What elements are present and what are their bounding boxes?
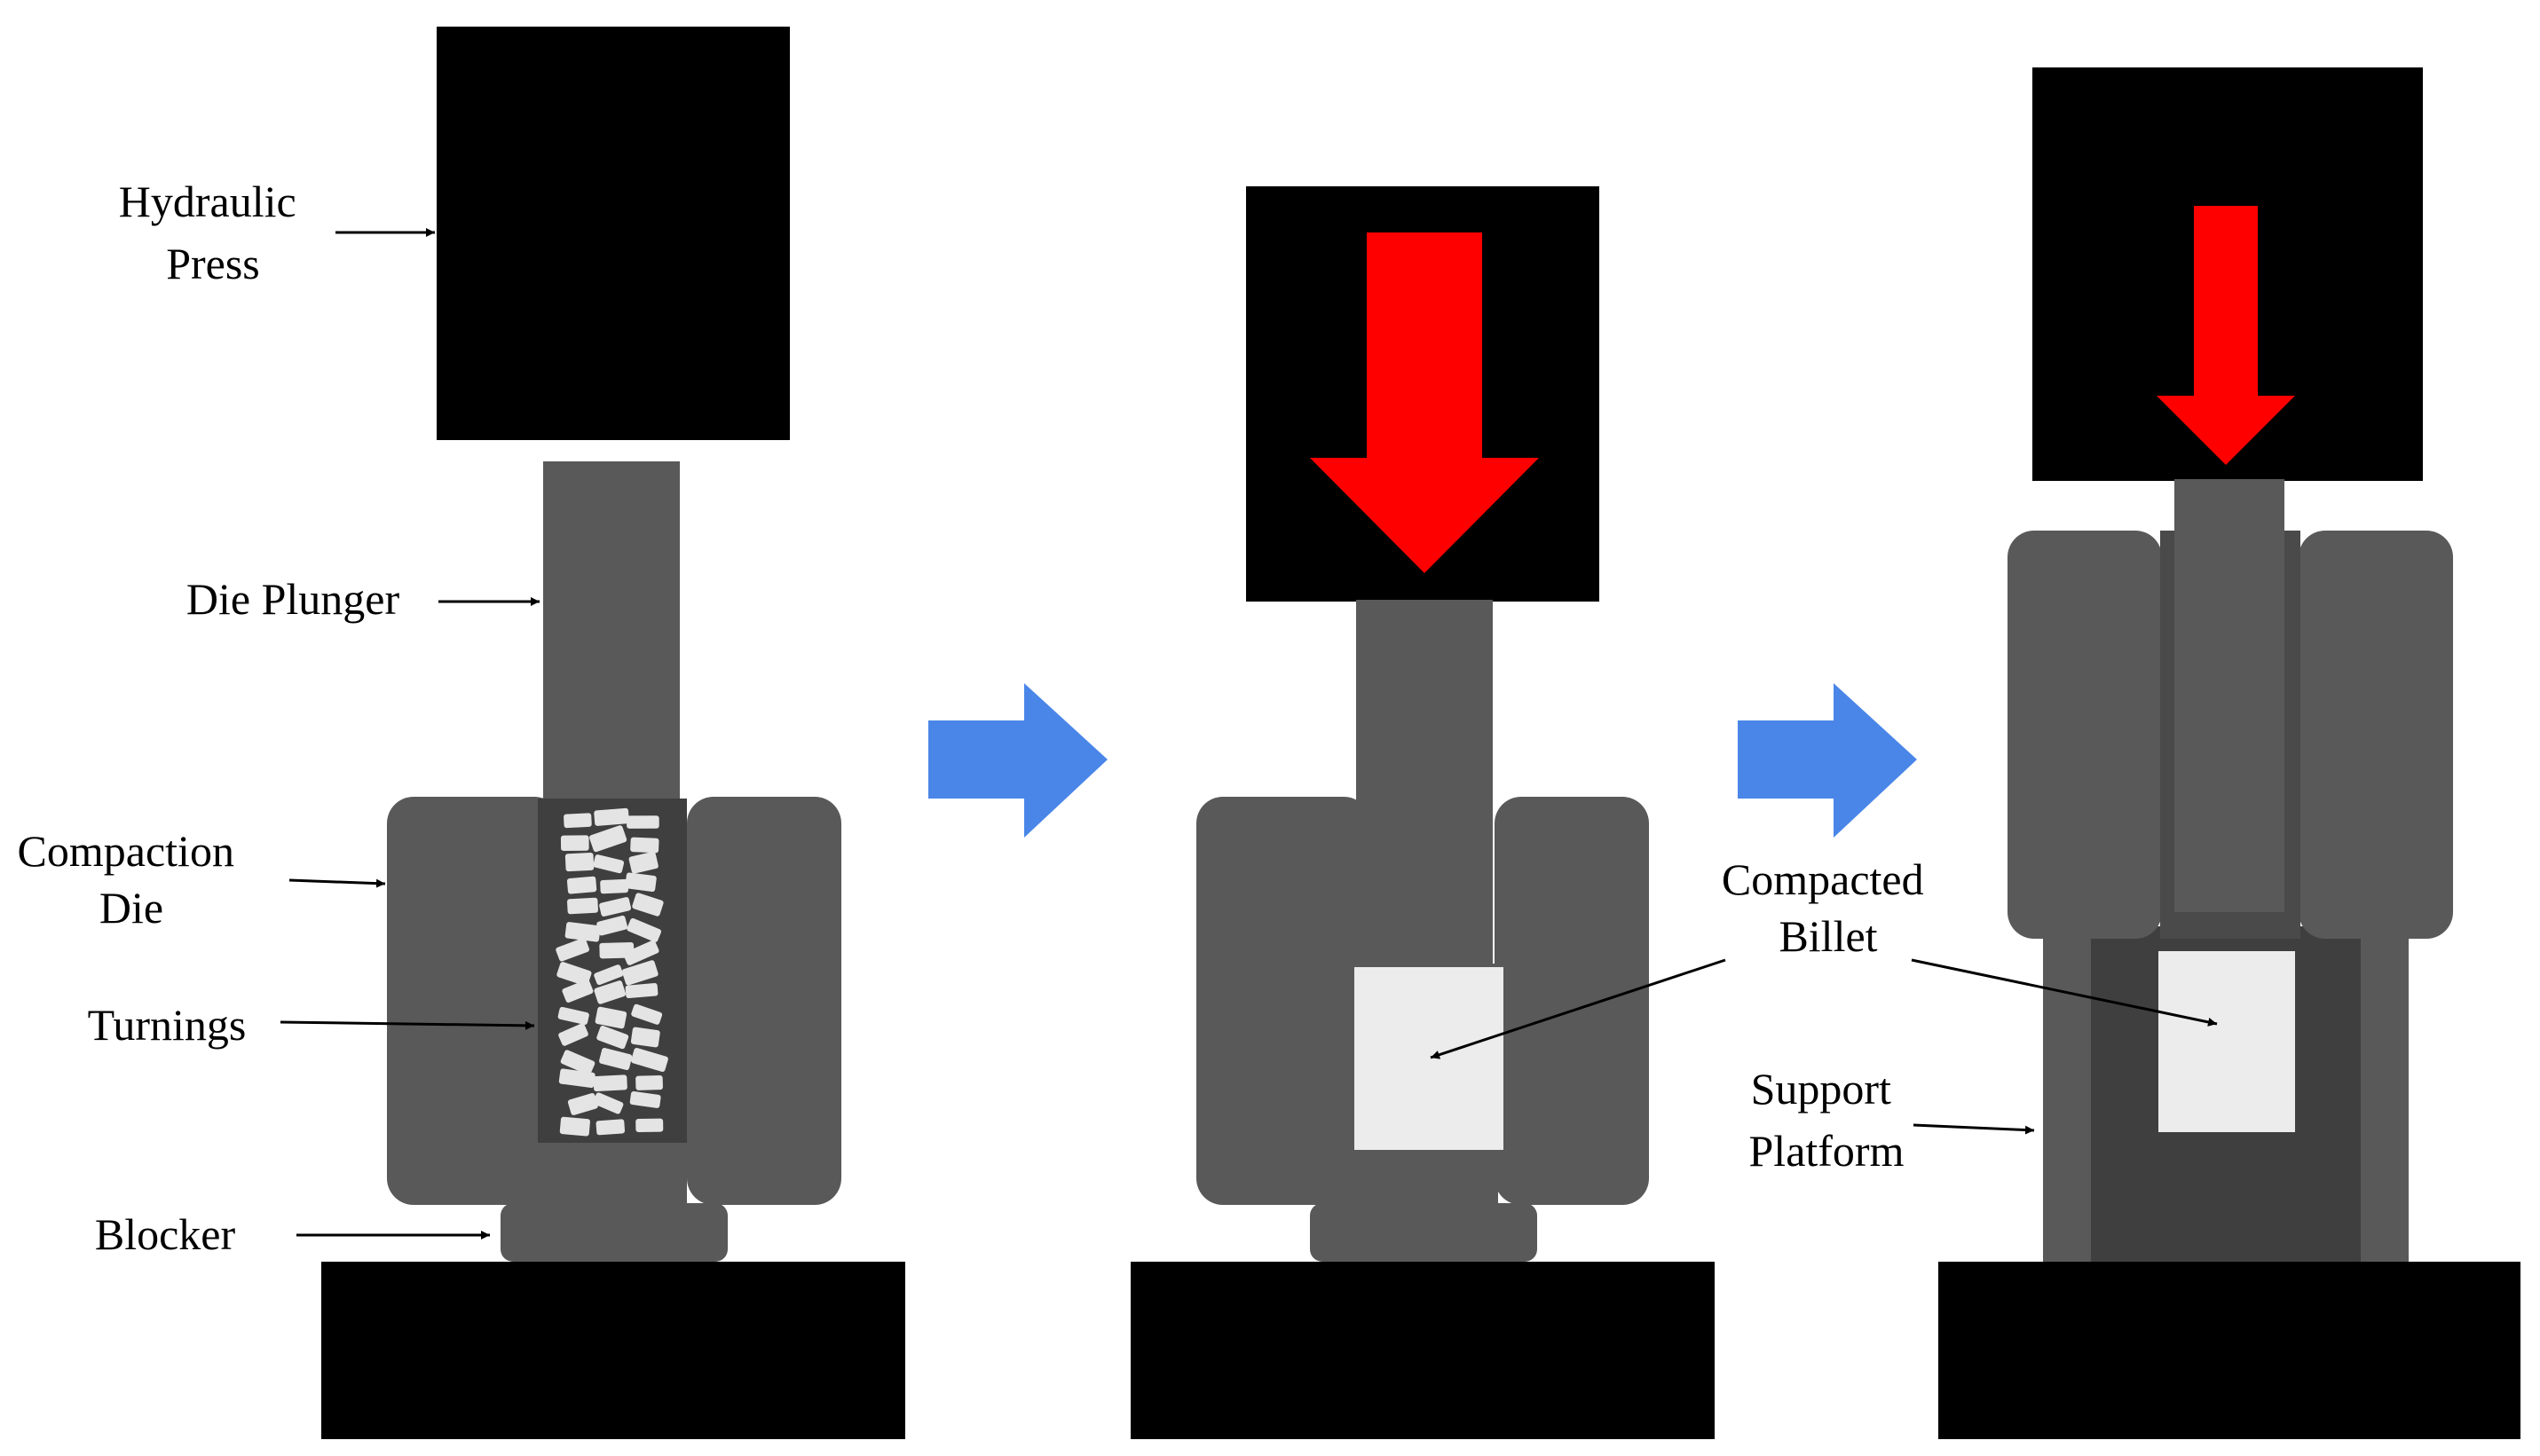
turning-chip [558,1068,596,1089]
turning-chip [564,813,592,829]
blocker [501,1203,728,1262]
turning-chip [564,922,601,942]
turning-chip [631,1048,668,1072]
turning-chip [566,876,597,894]
label-support-platform: Support Platform [1749,1064,1905,1176]
label-compaction-die-line1: Compaction [18,826,234,876]
leader-support-platform [1913,1123,2035,1135]
turning-chip [593,854,625,874]
turning-chip [625,872,657,893]
right-arrow-icon [1738,683,1917,838]
turning-chip [567,897,598,915]
die-plunger [1356,600,1493,965]
turning-chip [594,807,629,826]
label-hydraulic-press-line2: Press [166,239,260,288]
turning-chip [600,878,628,894]
turning-chip [594,980,627,1004]
label-turnings: Turnings [88,1000,247,1050]
compaction-die-left [1196,797,1370,1205]
down-arrow-icon [2157,206,2295,465]
turning-chip [635,1074,663,1090]
leader-compaction-die [288,878,386,888]
turning-chip [621,960,659,986]
turning-chip [596,1119,626,1136]
turning-chip [599,897,632,917]
base-platen [1131,1262,1715,1439]
hydraulic-press-block [437,27,790,440]
compaction-die-right [687,797,841,1205]
turning-chip [593,1074,627,1091]
turning-chip [596,1026,629,1050]
turning-chip [560,1050,596,1075]
label-compacted-billet-line2: Billet [1779,911,1877,961]
turning-chip [631,1003,663,1025]
leader-compacted-billet-stage2 [1430,958,1726,1059]
die-plunger [543,461,680,799]
base-platen [321,1262,905,1439]
turning-chip [628,851,659,874]
turning-chip [623,940,659,965]
label-support-platform-line1: Support [1751,1064,1891,1114]
label-blocker: Blocker [95,1209,236,1259]
compaction-die-right [2299,531,2453,939]
base-platen [1938,1262,2520,1439]
turning-chip [589,825,627,853]
compaction-die-left [387,797,561,1205]
turning-chip [593,1092,624,1114]
stage-3-ejection [1938,67,2520,1439]
turning-chip [599,1047,633,1071]
blocker [1310,1203,1537,1262]
turning-chip [632,893,664,917]
stage-1-initial [321,27,905,1439]
compaction-die-right [1495,797,1649,1205]
label-compacted-billet: Compacted Billet [1722,854,1935,961]
turning-chip [630,1027,660,1048]
label-hydraulic-press: Hydraulic Press [119,177,307,288]
turning-chip [558,1023,588,1046]
turning-chip [629,1091,661,1108]
compacted-billet [2158,951,2295,1132]
label-compaction-die-line2: Die [99,883,163,933]
turning-chip [596,915,628,936]
turning-chip [562,979,594,1003]
leader-turnings [280,1020,535,1030]
turning-chip [560,835,589,852]
label-hydraulic-press-line1: Hydraulic [119,177,296,226]
turning-chip [556,938,590,962]
turning-chip [594,964,624,986]
turning-chip [559,1116,590,1137]
down-arrow-icon [1310,232,1539,573]
turning-chip [564,853,595,872]
label-die-plunger: Die Plunger [186,574,400,624]
turning-chip [625,983,659,999]
turning-chip [630,837,659,854]
compacted-billet [1354,967,1503,1150]
die-bottom [538,1143,687,1205]
turning-chip [557,1006,589,1025]
turning-chip [627,815,659,829]
leader-compacted-billet-stage3 [1911,958,2218,1027]
turning-chip [635,1118,664,1132]
right-arrow-icon [928,683,1108,838]
turning-chip [595,1006,627,1029]
turning-chip [627,917,662,942]
stage-2-compaction [1131,186,1715,1439]
compaction-die-left [2008,531,2162,939]
turning-chip [556,962,592,987]
label-support-platform-line2: Platform [1749,1126,1905,1176]
turning-chip [567,1093,598,1115]
turnings-chips [556,807,668,1137]
label-compacted-billet-line1: Compacted [1722,854,1924,904]
die-plunger [2174,479,2284,912]
label-compaction-die: Compaction Die [18,826,246,933]
